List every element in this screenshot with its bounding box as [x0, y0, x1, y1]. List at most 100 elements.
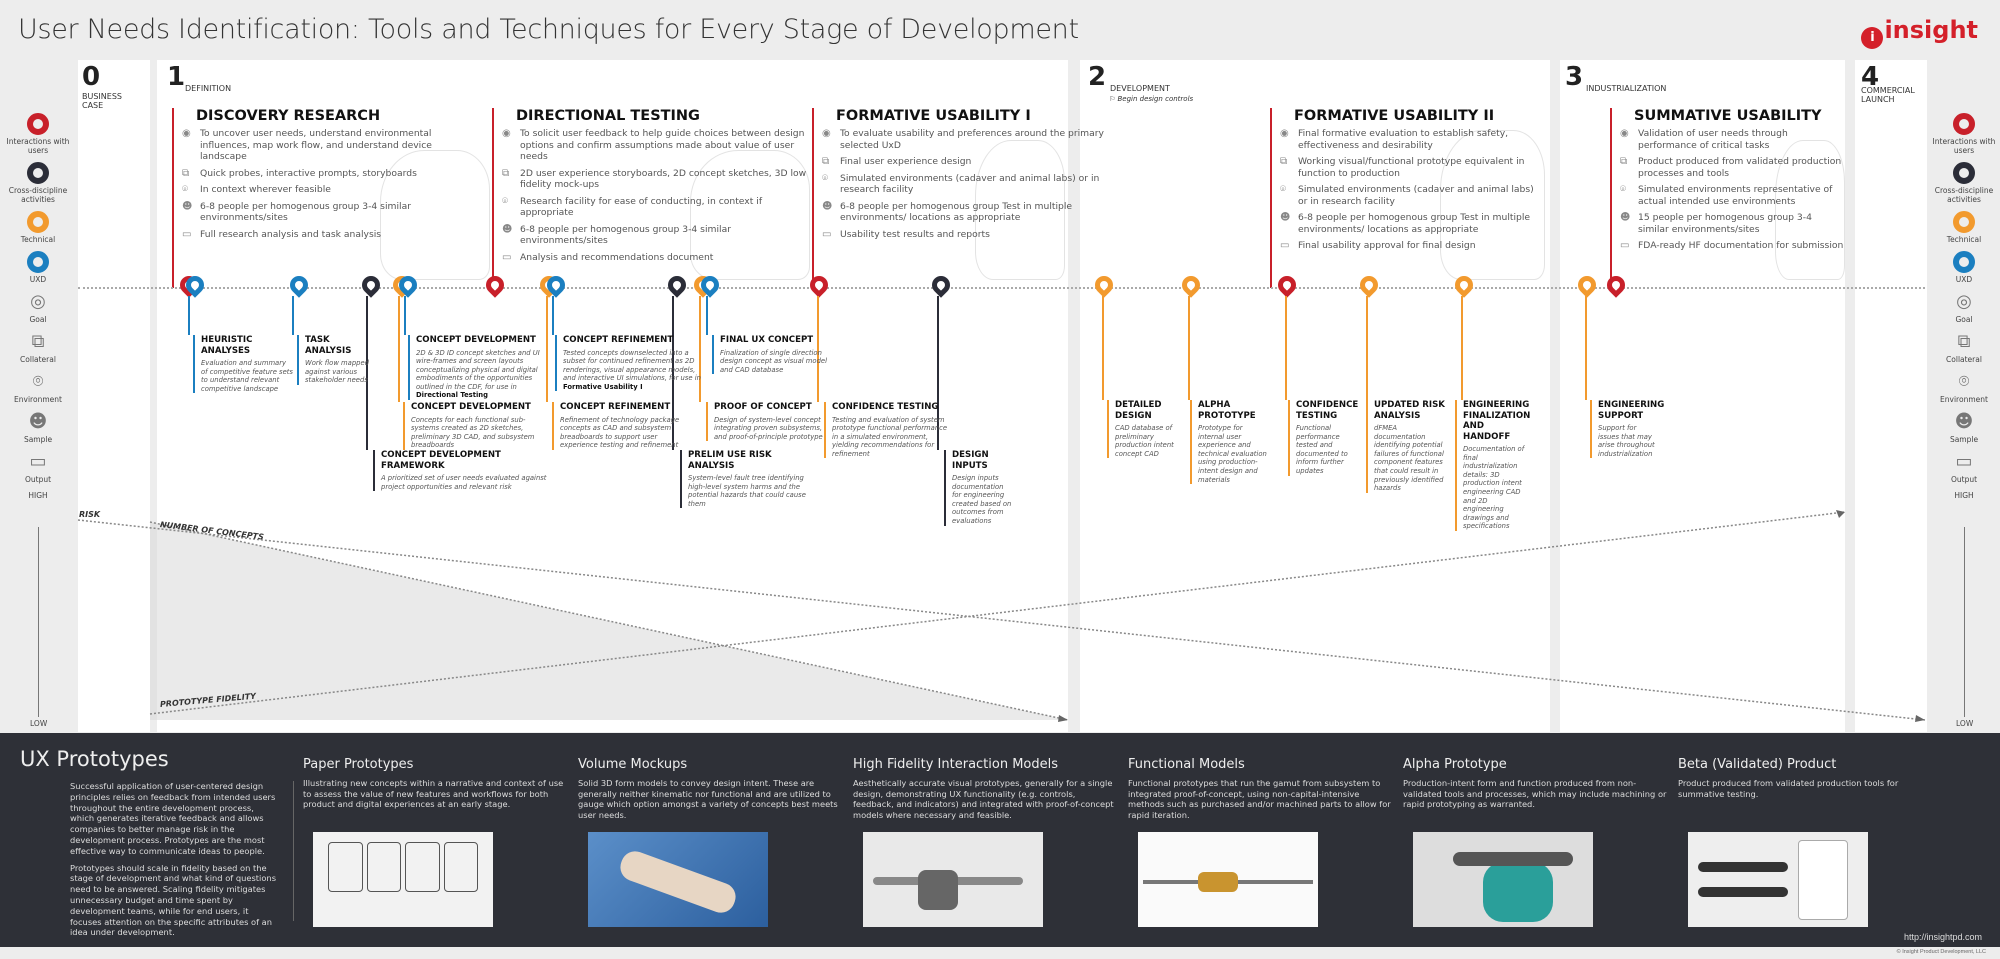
milestone: PRELIM USE RISK ANALYSIS System-level fa…	[680, 450, 810, 509]
blue-ring-icon	[1953, 251, 1975, 273]
card-desc: Functional prototypes that run the gamut…	[1128, 778, 1391, 820]
axis-low-label: LOW	[30, 719, 48, 728]
activity-item-text: 6-8 people per homogenous group Test in …	[1298, 212, 1531, 235]
milestone-desc: dFMEA documentation identifying potentia…	[1374, 424, 1444, 493]
activity-item: ▭Usability test results and reports	[822, 229, 1112, 241]
red-ring-icon	[27, 113, 49, 135]
goal-icon: ◉	[502, 128, 511, 139]
activity-item: ⌾ Simulated environments (cadaver and ani…	[822, 172, 1112, 196]
milestone-desc: Functional performance tested and docume…	[1296, 424, 1348, 475]
concepts-arrowhead	[1058, 715, 1068, 722]
activity-item-text: Research facility for ease of conducting…	[520, 195, 763, 219]
target-icon: ◎	[1956, 291, 1972, 312]
card-title: Paper Prototypes	[303, 757, 414, 772]
goal-icon: ◉	[182, 128, 191, 139]
milestone: CONFIDENCE TESTING Functional performanc…	[1288, 400, 1358, 476]
document-icon: ▭	[29, 451, 47, 472]
page-title: User Needs Identification: Tools and Tec…	[18, 14, 1079, 45]
milestone: CONCEPT DEVELOPMENT 2D & 3D ID concept s…	[408, 335, 558, 401]
activity-item-text: Final formative evaluation to establish …	[1298, 128, 1509, 151]
phase-label: INDUSTRIALIZATION	[1586, 84, 1667, 93]
axis-high-label: HIGH	[1954, 491, 1974, 500]
milestone: CONCEPT DEVELOPMENT Concepts for each fu…	[403, 402, 553, 450]
milestone-stem	[366, 296, 368, 450]
milestone-title: ALPHA PROTOTYPE	[1198, 400, 1256, 421]
legend-label: Technical	[20, 235, 56, 244]
activity-block: SUMMATIVE USABILITY◉Validation of user n…	[1610, 108, 1845, 288]
sample-icon: ☻	[1620, 212, 1631, 223]
legend-label: Cross-discipline activities	[8, 186, 68, 204]
milestone-stem	[1102, 296, 1104, 400]
divider	[293, 781, 294, 921]
milestone-stem	[937, 296, 939, 450]
prototype-card: Alpha Prototype Production-intent form a…	[1403, 757, 1668, 927]
environment-icon: ⌾	[502, 195, 508, 207]
milestone: PROOF OF CONCEPT Design of system-level …	[706, 402, 826, 442]
card-title: Alpha Prototype	[1403, 757, 1507, 772]
card-title: Functional Models	[1128, 757, 1245, 772]
milestone-desc: Evaluation and summary of competitive fe…	[201, 359, 293, 393]
prototype-card: Volume Mockups Solid 3D form models to c…	[578, 757, 843, 927]
milestone-stem	[1585, 296, 1587, 400]
milestone-desc: Concepts for each functional sub-systems…	[411, 415, 535, 450]
milestone-title: CONFIDENCE TESTING	[832, 402, 939, 412]
milestone-stem	[706, 296, 708, 335]
milestone-title: CONCEPT DEVELOPMENT	[416, 335, 536, 345]
prototype-card: Paper Prototypes Illustrating new concep…	[303, 757, 568, 927]
card-title: Volume Mockups	[578, 757, 688, 772]
milestone-title: PRELIM USE RISK ANALYSIS	[688, 450, 772, 471]
environment-icon: ⌾	[822, 172, 828, 184]
phase-label: COMMERCIAL LAUNCH	[1861, 86, 1915, 104]
activity-item: ▭Final usability approval for final desi…	[1280, 240, 1540, 252]
legend-label: Collateral	[20, 355, 56, 364]
activity-item-text: 6-8 people per homogenous group 3-4 simi…	[200, 200, 411, 224]
legend-label: Goal	[1955, 315, 1973, 324]
goal-icon: ◉	[1280, 128, 1289, 139]
user-with-glasses-illustration	[975, 140, 1065, 280]
activity-item: ◉To solicit user feedback to help guide …	[502, 128, 812, 163]
dark-ring-icon	[27, 162, 49, 184]
cubes-icon: ⧉	[31, 331, 45, 352]
axis-high-label: HIGH	[28, 491, 48, 500]
people-icon: ☻	[1954, 411, 1974, 432]
milestone-title: FINAL UX CONCEPT	[720, 335, 814, 345]
activity-item: ⌾Simulated environments representative o…	[1620, 184, 1845, 207]
collateral-icon: ⧉	[822, 156, 830, 167]
website-link[interactable]: http://insightpd.com	[1903, 932, 1982, 942]
output-icon: ▭	[1620, 240, 1630, 251]
activity-item-text: To evaluate usability and preferences ar…	[840, 128, 1104, 151]
activity-item-text: Simulated environments (cadaver and anim…	[840, 172, 1100, 196]
activity-block: FORMATIVE USABILITY I◉To evaluate usabil…	[812, 108, 1112, 288]
phase-number: 2	[1088, 62, 1107, 92]
milestone-title: DESIGN INPUTS	[952, 450, 989, 471]
sample-icon: ☻	[502, 223, 513, 235]
engineer-illustration	[1440, 130, 1545, 280]
axis-line-left	[38, 527, 39, 717]
risk-label: RISK	[79, 510, 101, 519]
card-title: High Fidelity Interaction Models	[853, 757, 1059, 772]
milestone: ENGINEERING FINALIZATION AND HANDOFF Doc…	[1455, 400, 1530, 531]
legend-right: Interactions with users Cross-discipline…	[1929, 113, 1999, 507]
activity-block: DISCOVERY RESEARCH◉To uncover user needs…	[172, 108, 462, 288]
alpha-prototype-image	[1413, 832, 1593, 927]
environment-icon: ⌾	[1280, 184, 1286, 195]
legend-label: Output	[1950, 475, 1978, 484]
milestone-desc: Testing and evaluation of system prototy…	[832, 415, 948, 458]
activity-item-text: Validation of user needs through perform…	[1638, 128, 1788, 151]
activity-item: ☻6-8 people per homogenous group Test in…	[1280, 212, 1540, 235]
legend-label: Interactions with users	[6, 137, 70, 155]
location-pin-icon: ⌾	[32, 371, 44, 392]
activity-item: ⧉Quick probes, interactive prompts, stor…	[182, 168, 462, 180]
milestone-desc: Support for issues that may arise throug…	[1598, 424, 1655, 458]
axis-line-right	[1964, 527, 1965, 717]
milestone: HEURISTIC ANALYSES Evaluation and summar…	[193, 335, 293, 394]
intro-paragraph: Successful application of user-centered …	[70, 781, 276, 856]
legend-label: Technical	[1946, 235, 1982, 244]
milestone: ENGINEERING SUPPORT Support for issues t…	[1590, 400, 1664, 459]
milestone-desc: System-level fault tree identifying high…	[688, 474, 806, 508]
activity-item-text: 15 people per homogenous group 3-4 simil…	[1638, 212, 1812, 235]
orange-ring-icon	[27, 211, 49, 233]
legend-label: Environment	[1940, 395, 1988, 404]
milestone-bold-ref: Formative Usability I	[563, 382, 643, 391]
milestone: FINAL UX CONCEPT Finalization of single …	[712, 335, 837, 375]
